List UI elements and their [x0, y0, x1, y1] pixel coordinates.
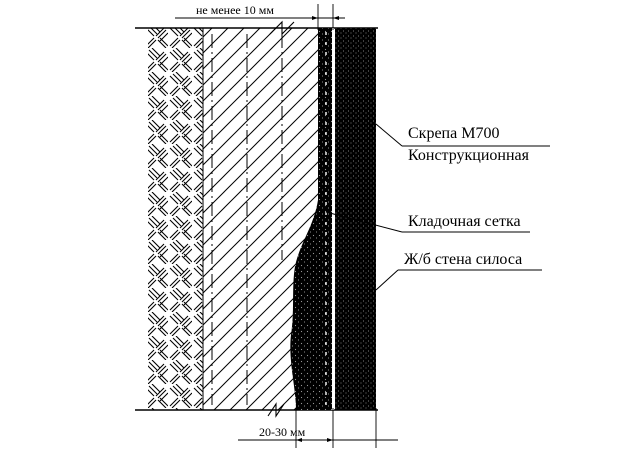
- leader-shotcrete: [375, 123, 403, 147]
- label-shotcrete-line1: Скрепа М700: [408, 125, 499, 142]
- leader-mesh: [325, 211, 403, 233]
- silo-wall: [335, 28, 376, 410]
- dimension-extension-lines: [295, 4, 377, 448]
- bottom-break-mark: [267, 402, 285, 418]
- top-dimension-text: не менее 10 мм: [196, 3, 274, 17]
- label-mesh: Кладочная сетка: [408, 213, 521, 230]
- label-shotcrete-line2: Конструкционная: [408, 147, 530, 164]
- top-break-mark: [269, 20, 295, 36]
- leader-wall: [375, 269, 399, 291]
- backfill-layer: [148, 28, 203, 410]
- concrete-dash-dot-marks: [211, 34, 283, 405]
- label-wall: Ж/б стена силоса: [404, 251, 522, 268]
- thin-shotcrete-strip: [318, 28, 333, 410]
- bottom-dimension-text: 20-30 мм: [259, 425, 306, 439]
